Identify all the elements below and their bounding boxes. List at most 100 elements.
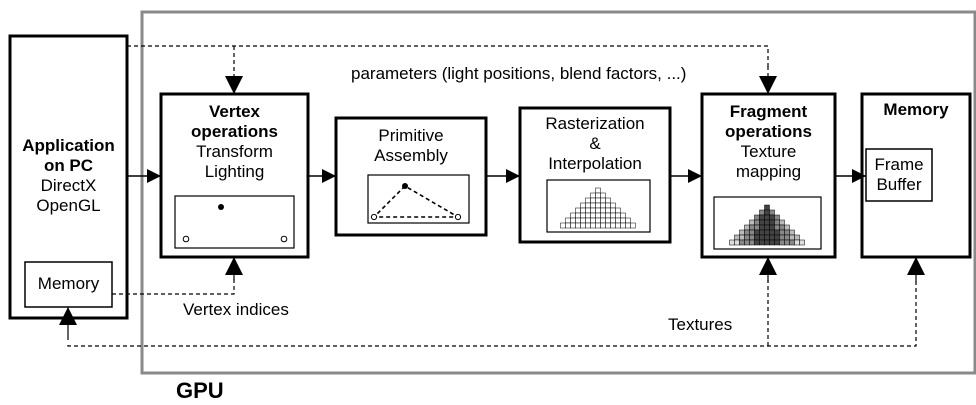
- pixel-cell: [794, 239, 800, 246]
- pixel-cell: [769, 234, 775, 241]
- pixel-cell: [754, 219, 760, 226]
- vertex-point: [182, 235, 190, 243]
- fragment-line3: Texture: [740, 142, 797, 161]
- pixel-cell: [759, 209, 765, 216]
- pixel-cell: [590, 197, 596, 204]
- pixel-cell: [595, 212, 601, 219]
- textures-label: Textures: [668, 315, 733, 334]
- pixel-cell: [759, 239, 765, 246]
- pixel-cell: [794, 234, 800, 241]
- pixel-cell: [605, 212, 611, 219]
- primitive-label: Primitive Assembly: [336, 126, 486, 166]
- pixel-cell: [620, 212, 626, 219]
- parameters-label: parameters (light positions, blend facto…: [351, 64, 687, 83]
- pixel-cell: [754, 239, 760, 246]
- textures-route: [67, 280, 917, 347]
- vertex-point: [280, 235, 288, 243]
- frame-buffer-label: Frame Buffer: [866, 155, 932, 195]
- pixel-cell: [575, 222, 581, 229]
- raster-label: Rasterization & Interpolation: [520, 114, 670, 174]
- pixel-cell: [749, 234, 755, 241]
- pixel-cell: [580, 222, 586, 229]
- pixel-cell: [570, 212, 576, 219]
- pixel-cell: [739, 239, 745, 246]
- pixel-cell: [734, 239, 740, 246]
- pixel-cell: [615, 217, 621, 224]
- pixel-cell: [744, 224, 750, 231]
- raster-line1: Rasterization: [545, 114, 645, 133]
- pixel-cell: [600, 192, 606, 199]
- pixel-cell: [595, 217, 601, 224]
- frame-buffer-box: [865, 148, 933, 202]
- pixel-cell: [600, 202, 606, 209]
- pixel-cell: [779, 224, 785, 231]
- pixel-cell: [744, 229, 750, 236]
- parameters-route: [127, 45, 769, 68]
- pixel-cell: [615, 212, 621, 219]
- vertex-point: [402, 183, 408, 189]
- primitive-triangle: [372, 184, 461, 218]
- pixel-cell: [585, 222, 591, 229]
- pixel-cell: [605, 202, 611, 209]
- pixel-cell: [764, 214, 770, 221]
- pixel-cell: [590, 192, 596, 199]
- pixel-cell: [774, 219, 780, 226]
- pixel-cell: [610, 207, 616, 214]
- pixel-cell: [774, 229, 780, 236]
- pixel-cell: [789, 234, 795, 241]
- pixel-cell: [625, 217, 631, 224]
- pixel-cell: [749, 224, 755, 231]
- pixel-cell: [595, 192, 601, 199]
- vertex-ops-line4: Lighting: [204, 162, 265, 181]
- pixel-cell: [620, 217, 626, 224]
- pixel-cell: [590, 217, 596, 224]
- pixel-cell: [600, 212, 606, 219]
- pixel-cell: [734, 234, 740, 241]
- pixel-cell: [575, 207, 581, 214]
- pixel-cell: [764, 229, 770, 236]
- pixel-cell: [779, 234, 785, 241]
- pixel-cell: [585, 207, 591, 214]
- frame-buffer-line2: Buffer: [876, 175, 922, 194]
- raster-line2: &: [589, 134, 601, 153]
- pixel-cell: [605, 207, 611, 214]
- pixel-cell: [769, 224, 775, 231]
- pixel-cell: [784, 224, 790, 231]
- pixel-cell: [560, 222, 566, 229]
- pixel-cell: [754, 214, 760, 221]
- pixel-cell: [590, 212, 596, 219]
- pixel-cell: [585, 212, 591, 219]
- application-label: Application on PC DirectX OpenGL: [10, 136, 127, 216]
- pixel-cell: [580, 217, 586, 224]
- pixel-cell: [759, 234, 765, 241]
- pixel-cell: [605, 217, 611, 224]
- application-title-line1: Application: [22, 136, 115, 155]
- pixel-cell: [749, 219, 755, 226]
- pixel-cell: [769, 214, 775, 221]
- pixel-cell: [610, 217, 616, 224]
- pixel-cell: [620, 222, 626, 229]
- pixel-cell: [585, 202, 591, 209]
- pixel-cell: [610, 202, 616, 209]
- pixel-cell: [754, 229, 760, 236]
- fragment-pixel-grid: [729, 204, 805, 246]
- pixel-cell: [600, 207, 606, 214]
- fragment-title-line2: operations: [725, 122, 812, 141]
- pixel-cell: [759, 224, 765, 231]
- gpu-label: GPU: [176, 378, 224, 403]
- pixel-cell: [615, 222, 621, 229]
- pixel-cell: [774, 239, 780, 246]
- pixel-cell: [625, 222, 631, 229]
- pixel-cell: [570, 222, 576, 229]
- vertex-indices-label: Vertex indices: [183, 300, 289, 319]
- pixel-cell: [774, 214, 780, 221]
- pixel-cell: [744, 234, 750, 241]
- pixel-cell: [595, 222, 601, 229]
- pixel-cell: [580, 212, 586, 219]
- vertex-ops-title-line2: operations: [191, 122, 278, 141]
- pixel-cell: [610, 212, 616, 219]
- fragment-line4: mapping: [735, 162, 802, 181]
- pixel-cell: [789, 229, 795, 236]
- pixel-cell: [565, 217, 571, 224]
